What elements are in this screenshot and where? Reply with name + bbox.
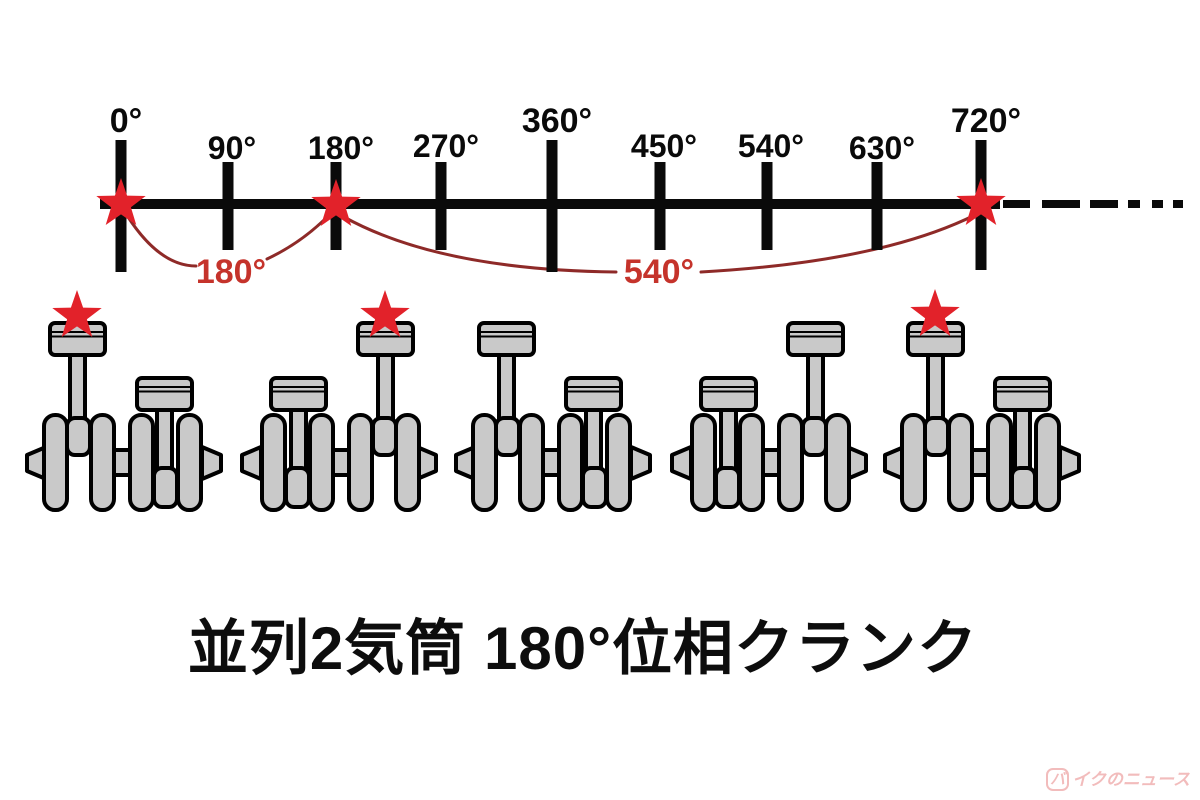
tick-label-540deg: 540° [738, 128, 804, 164]
crank-timing-diagram: 0° 90° 180° 270° 360° 450° 540° 630° 720… [25, 102, 1183, 512]
interval-label-180: 180° [196, 253, 266, 291]
interval-180-curve-right [265, 212, 332, 261]
site-watermark: バ イクのニュース [1046, 768, 1190, 791]
watermark-text: イクのニュース [1072, 770, 1190, 789]
crankshaft-180deg [240, 321, 438, 512]
crankshaft-720deg [883, 321, 1081, 512]
interval-label-540: 540° [624, 253, 694, 291]
tick-label-0deg: 0° [110, 102, 143, 140]
page-title: 並列2気筒 180°位相クランク [187, 615, 979, 682]
tick-label-630deg: 630° [849, 130, 915, 166]
interval-540-curve-left [342, 215, 618, 274]
tick-label-360deg: 360° [522, 102, 592, 140]
tick-label-90deg: 90° [208, 130, 256, 166]
tick-label-450deg: 450° [631, 128, 697, 164]
tick-label-720deg: 720° [951, 102, 1021, 140]
interval-180-curve-left [126, 215, 198, 268]
crankshaft-360deg [454, 321, 652, 512]
watermark-logo-icon: バ [1046, 768, 1070, 791]
tick-label-270deg: 270° [413, 128, 479, 164]
tick-label-180deg: 180° [308, 130, 374, 166]
crankshaft-0deg [25, 321, 223, 512]
crankshaft-540deg [670, 321, 868, 512]
interval-540-curve-right [699, 213, 977, 274]
